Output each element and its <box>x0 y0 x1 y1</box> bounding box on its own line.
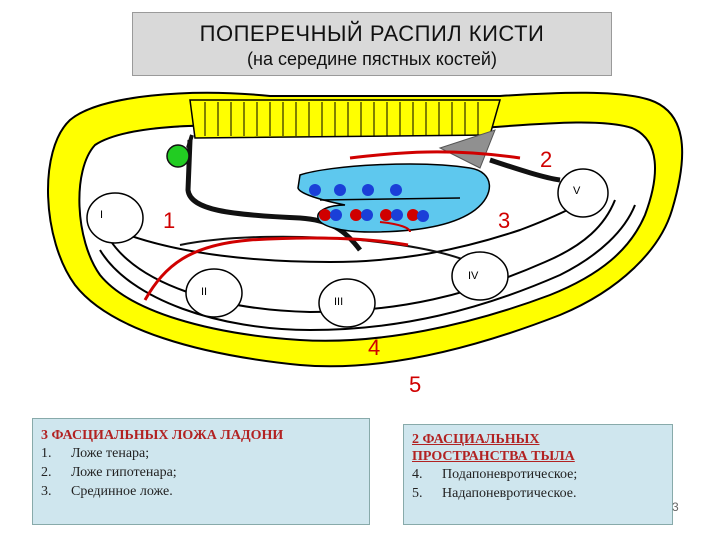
septum-red-left <box>143 236 409 301</box>
label-3: 3 <box>498 208 510 233</box>
svg-text:I: I <box>100 209 103 221</box>
dorsal-fascia-outer <box>99 204 636 332</box>
bone-IV: IV <box>451 251 509 301</box>
list-item: 2.Ложе гипотенара; <box>41 465 177 480</box>
vessel-blue-dot <box>390 184 402 196</box>
label-4: 4 <box>368 335 380 360</box>
vessel-red-dot <box>319 209 331 221</box>
tendon-separator <box>319 197 461 201</box>
dorsum-spaces-box: 2 ФАСЦИАЛЬНЫХ ПРОСТРАНСТВА ТЫЛА 4.Подапо… <box>403 424 673 525</box>
aponeurosis-hatching <box>204 102 479 136</box>
label-2: 2 <box>540 147 552 172</box>
green-marker-stem <box>186 134 194 149</box>
bone-II: II <box>185 268 243 318</box>
vessels-row-top <box>309 184 402 196</box>
flexor-tendons <box>297 163 491 233</box>
vessel-blue-dot <box>361 209 373 221</box>
hand-cross-section: I II III IV V 1 2 3 4 5 <box>47 91 684 397</box>
interosseous-fascia <box>119 189 601 264</box>
svg-text:V: V <box>573 185 581 197</box>
svg-text:III: III <box>334 296 343 308</box>
vessel-blue-dot <box>417 210 429 222</box>
septum-red-short <box>379 221 411 233</box>
label-5: 5 <box>409 372 421 397</box>
dorsum-box-heading-2: ПРОСТРАНСТВА ТЫЛА <box>412 449 575 464</box>
septum-red-top <box>349 150 521 160</box>
page-number: 3 <box>672 500 679 514</box>
palmar-aponeurosis <box>189 99 501 139</box>
vessel-blue-dot <box>362 184 374 196</box>
label-1: 1 <box>163 208 175 233</box>
svg-text:II: II <box>201 286 207 298</box>
palm-box-heading: 3 ФАСЦИАЛЬНЫХ ЛОЖА ЛАДОНИ <box>41 428 284 443</box>
subtitle: (на середине пястных костей) <box>247 49 497 69</box>
palm-compartments-box: 3 ФАСЦИАЛЬНЫХ ЛОЖА ЛАДОНИ 1.Ложе тенара;… <box>32 418 370 525</box>
vessel-red-dot <box>380 209 392 221</box>
title-box: ПОПЕРЕЧНЫЙ РАСПИЛ КИСТИ (на середине пяс… <box>132 12 612 76</box>
vessel-blue-dot <box>391 209 403 221</box>
list-item: 5.Надапоневротическое. <box>412 486 577 501</box>
vessels-row-bottom <box>319 209 429 222</box>
list-item: 1.Ложе тенара; <box>41 446 150 461</box>
list-item: 4.Подапоневротическое; <box>412 467 578 482</box>
lateral-septum <box>185 139 362 252</box>
bone-I: I <box>86 192 144 244</box>
list-item: 3.Срединное ложе. <box>41 484 173 499</box>
vessel-red-dot <box>407 209 419 221</box>
bone-V: V <box>557 168 609 218</box>
green-marker <box>166 144 190 168</box>
dorsal-fascia-inner <box>109 199 616 314</box>
vessel-blue-dot <box>334 184 346 196</box>
vessel-blue-dot <box>309 184 321 196</box>
medial-septum <box>489 157 561 183</box>
bone-III: III <box>318 278 376 328</box>
title: ПОПЕРЕЧНЫЙ РАСПИЛ КИСТИ <box>199 21 545 46</box>
vessel-blue-dot <box>330 209 342 221</box>
hypothenar-wedge <box>438 129 496 169</box>
vessel-red-dot <box>350 209 362 221</box>
dorsum-box-heading-1: 2 ФАСЦИАЛЬНЫХ <box>412 432 540 447</box>
svg-text:IV: IV <box>468 270 479 282</box>
